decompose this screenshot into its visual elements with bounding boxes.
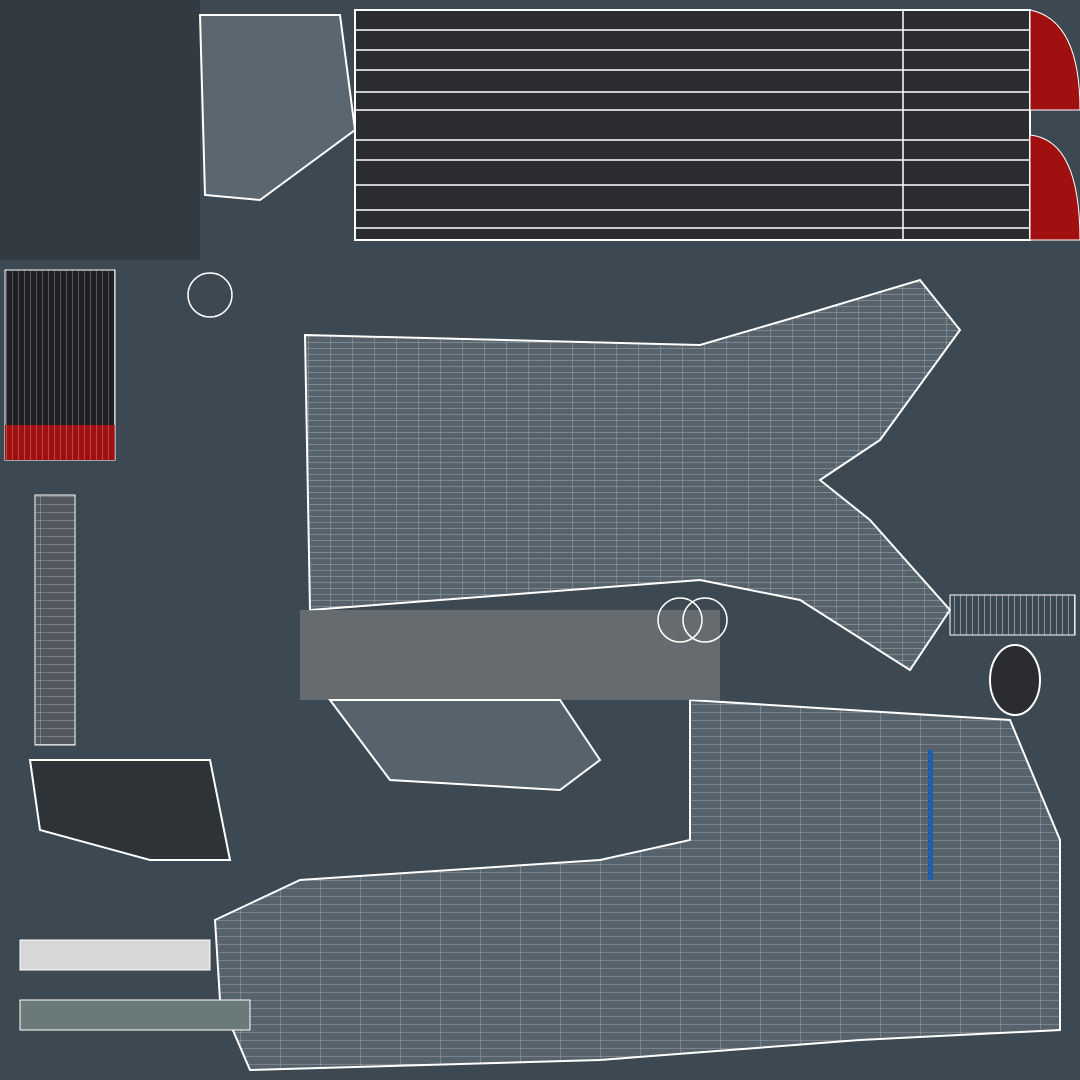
wheel-piece xyxy=(989,644,1041,716)
hatch-piece xyxy=(328,699,602,792)
bottom-left-strip xyxy=(19,939,211,971)
cylinder-piece xyxy=(4,269,116,461)
wing-panel xyxy=(354,9,1080,241)
radial-piece xyxy=(187,272,233,318)
right-strip xyxy=(949,594,1076,636)
top-left-panel xyxy=(0,0,200,260)
fuselage-piece xyxy=(303,278,962,672)
lower-body-piece xyxy=(213,698,1061,1072)
lower-left-panel xyxy=(28,759,232,861)
mid-strip xyxy=(300,610,720,700)
flap-piece xyxy=(198,14,357,202)
